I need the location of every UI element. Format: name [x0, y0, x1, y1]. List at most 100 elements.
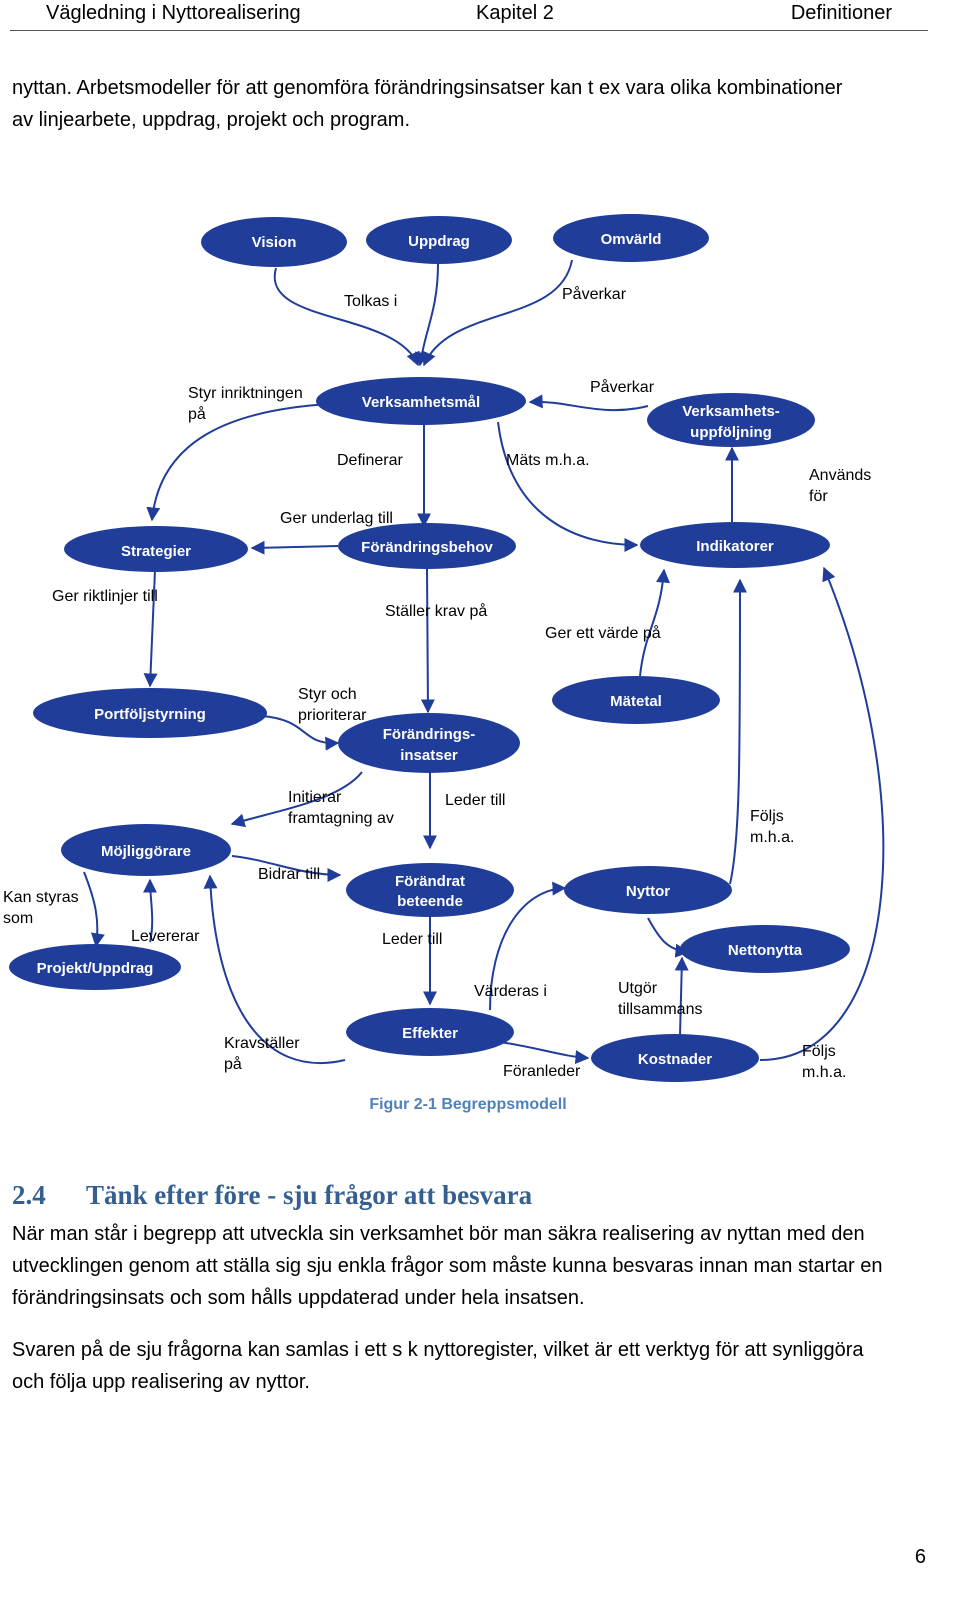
label-definerar: Definerar — [337, 452, 403, 469]
svg-text:Indikatorer: Indikatorer — [696, 538, 774, 555]
label-tolkas-i: Tolkas i — [344, 293, 397, 310]
section-heading: 2.4 Tänk efter före - sju frågor att besv… — [12, 1180, 932, 1211]
label-leder-till: Leder till — [445, 792, 505, 809]
paragraph-line: När man står i begrepp att utveckla sin … — [12, 1223, 865, 1245]
paragraph-line: Svaren på de sju frågorna kan samlas i e… — [12, 1339, 864, 1361]
svg-text:Möjliggörare: Möjliggörare — [101, 843, 191, 860]
arrow-verksamhetsmal-to-indikatorer — [497, 421, 639, 552]
arrow-strategier-to-portfoljstyrning — [143, 569, 158, 688]
paragraph: Svaren på de sju frågorna kan samlas i e… — [12, 1334, 932, 1398]
svg-text:insatser: insatser — [400, 747, 458, 764]
svg-text:Verksamhets-: Verksamhets- — [682, 403, 780, 420]
arrow-nyttor-to-matetal — [729, 578, 747, 885]
section-number: 2.4 — [12, 1180, 46, 1210]
header-chapter: Kapitel 2 — [476, 2, 554, 24]
label-utgor-tillsammans: Utgör — [618, 980, 658, 997]
label-kan-styras-som: Kan styras — [3, 889, 79, 906]
concept-model-diagram: Vision Uppdrag Omvärld Verksamhetsmål Ve… — [3, 214, 885, 1082]
svg-text:uppföljning: uppföljning — [690, 424, 772, 441]
arrow-kostnader-to-mojliggorare — [203, 874, 346, 1065]
node-kostnader: Kostnader — [591, 1034, 759, 1082]
svg-text:Nyttor: Nyttor — [626, 883, 670, 900]
arrow-omvarld-to-verksamhetsmal — [422, 259, 573, 367]
label-staller-krav-pa: Ställer krav på — [385, 602, 487, 620]
label-foranleder: Föranleder — [503, 1063, 581, 1080]
arrow-effekter-to-nyttor — [489, 881, 567, 1011]
label-initierar: framtagning av — [288, 810, 394, 827]
node-forandringsbehov: Förändringsbehov — [338, 523, 516, 569]
label-varderas-i: Värderas i — [474, 983, 547, 1000]
node-effekter: Effekter — [346, 1008, 514, 1056]
arrow-mojliggorare-to-projekt — [83, 871, 105, 948]
arrow-insatser-to-mojliggorare — [230, 771, 363, 828]
node-nettonytta: Nettonytta — [680, 925, 850, 973]
label-foljs-mha: Följs — [802, 1043, 836, 1060]
svg-text:Förändrings-: Förändrings- — [383, 726, 476, 743]
label-paverkar: Påverkar — [562, 285, 627, 303]
arrow-uppdrag-to-verksamhetsmal — [414, 263, 439, 367]
label-kan-styras-som: som — [3, 910, 33, 927]
header-section: Definitioner — [790, 2, 892, 24]
svg-text:Strategier: Strategier — [121, 543, 191, 560]
label-foljs-mha: m.h.a. — [802, 1064, 846, 1081]
arrow-projekt-to-mojliggorare — [143, 878, 158, 943]
node-mojliggorare: Möjliggörare — [61, 824, 231, 876]
intro-line: nyttan. Arbetsmodeller för att genomföra… — [12, 77, 843, 99]
label-styr-inriktningen: Styr inriktningen — [188, 385, 303, 402]
node-verksamhetsmal: Verksamhetsmål — [316, 377, 526, 425]
label-utgor-tillsammans: tillsammans — [618, 1001, 702, 1018]
arrow-forandringsbehov-to-insatser — [420, 567, 435, 714]
svg-text:Effekter: Effekter — [402, 1025, 458, 1042]
node-strategier: Strategier — [64, 526, 248, 572]
node-forandringsinsatser: Förändrings- insatser — [338, 713, 520, 773]
intro-line: av linjearbete, uppdrag, projekt och pro… — [12, 109, 411, 131]
svg-text:Vision: Vision — [252, 234, 297, 251]
header-document-title: Vägledning i Nyttorealisering — [46, 2, 301, 24]
label-anvands-for: för — [809, 488, 828, 505]
svg-text:Nettonytta: Nettonytta — [728, 942, 803, 959]
node-portfoljstyrning: Portföljstyrning — [33, 688, 267, 738]
node-vision: Vision — [201, 217, 347, 267]
svg-text:Verksamhetsmål: Verksamhetsmål — [362, 394, 480, 411]
node-verksamhetsuppfoljning: Verksamhets- uppföljning — [647, 393, 815, 447]
figure-caption: Figur 2-1 Begreppsmodell — [369, 1096, 567, 1113]
label-styr-inriktningen: på — [188, 405, 206, 423]
label-styr-och-prioriterar: Styr och — [298, 686, 357, 703]
arrow-mojliggorare-to-beteende — [231, 855, 342, 882]
arrow-portfoljstyrning-to-insatser — [261, 715, 340, 751]
svg-text:beteende: beteende — [397, 893, 463, 910]
label-foljs-mha: m.h.a. — [750, 829, 794, 846]
body-text: När man står i begrepp att utveckla sin … — [12, 1218, 932, 1418]
label-leder-till: Leder till — [382, 931, 442, 948]
arrow-kostnader-to-indikatorer — [759, 566, 885, 1061]
label-foljs-mha: Följs — [750, 808, 784, 825]
node-forandrat-beteende: Förändrat beteende — [346, 863, 514, 917]
label-styr-och-prioriterar: prioriterar — [298, 707, 367, 724]
node-projekt-uppdrag: Projekt/Uppdrag — [9, 944, 181, 990]
label-bidrar-till: Bidrar till — [258, 866, 320, 883]
svg-text:Förändringsbehov: Förändringsbehov — [361, 539, 493, 556]
paragraph-line: och följa upp realisering av nyttor. — [12, 1371, 310, 1393]
label-paverkar: Påverkar — [590, 378, 655, 396]
section-title-text: Tänk efter före - sju frågor att besvara — [86, 1180, 533, 1210]
node-nyttor: Nyttor — [564, 866, 732, 914]
node-uppdrag: Uppdrag — [366, 216, 512, 264]
arrow-vision-to-verksamhetsmal — [273, 267, 420, 367]
label-levererar: Levererar — [131, 928, 200, 945]
paragraph-line: utvecklingen genom att ställa sig sju en… — [12, 1255, 883, 1277]
label-anvands-for: Används — [809, 467, 871, 484]
page-number: 6 — [914, 1546, 926, 1568]
arrow-uppfoljning-to-verksamhetsmal — [528, 394, 649, 412]
label-mats-mha: Mäts m.h.a. — [506, 452, 590, 469]
svg-text:Projekt/Uppdrag: Projekt/Uppdrag — [37, 960, 154, 977]
svg-text:Omvärld: Omvärld — [601, 231, 662, 248]
label-kravstaller-pa: på — [224, 1055, 242, 1073]
arrow-matetal-to-indikatorer — [639, 568, 670, 677]
arrow-verksamhetsmal-to-strategier — [146, 403, 331, 522]
paragraph: När man står i begrepp att utveckla sin … — [12, 1218, 932, 1314]
label-ger-ett-varde-pa: Ger ett värde på — [545, 624, 661, 642]
arrow-forandringsbehov-to-strategier — [250, 540, 339, 555]
label-initierar: Initierar — [288, 789, 342, 806]
node-omvarld: Omvärld — [553, 214, 709, 262]
svg-text:Kostnader: Kostnader — [638, 1051, 712, 1068]
